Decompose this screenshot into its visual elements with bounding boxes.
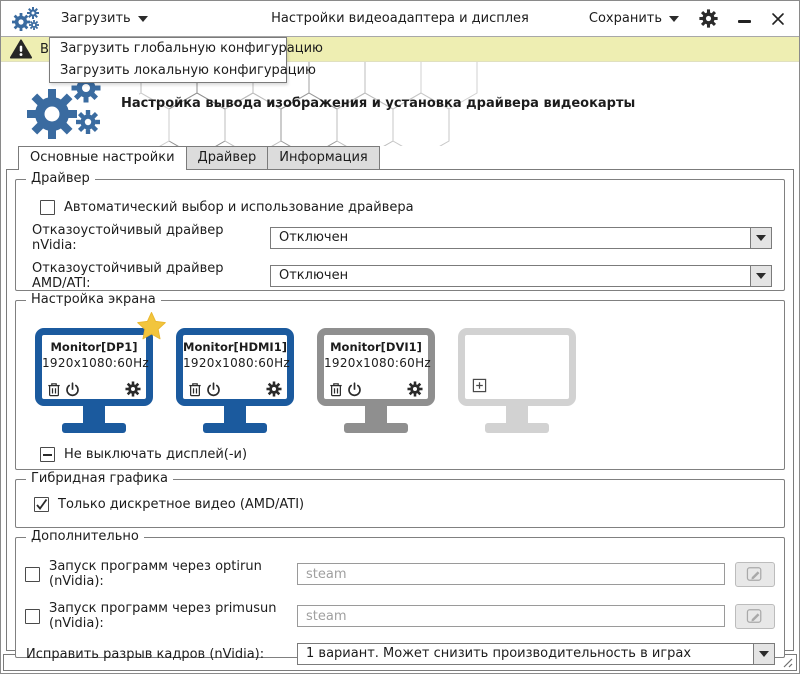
group-screen: Настройка экрана Monitor[DP1] 1920x1080:…: [15, 292, 785, 470]
checkbox-checked[interactable]: [34, 497, 49, 512]
monitor-name: Monitor[DVI1]: [330, 340, 422, 354]
hexagon-pattern: [139, 62, 478, 146]
edit-pencil-icon: [746, 609, 762, 623]
group-driver-legend: Драйвер: [26, 171, 95, 186]
close-button[interactable]: [769, 10, 787, 28]
minimize-icon: [738, 20, 751, 23]
monitor-card-dp1[interactable]: Monitor[DP1] 1920x1080:60Hz: [35, 312, 166, 433]
checkbox-unchecked[interactable]: [25, 566, 40, 582]
monitor-mode: 1920x1080:60Hz: [324, 356, 432, 370]
monitor-settings-gear-icon[interactable]: [407, 381, 423, 397]
tab-information[interactable]: Информация: [268, 146, 380, 169]
gears-illustration: [27, 73, 101, 139]
optirun-edit-button[interactable]: [735, 561, 775, 587]
check-icon: [36, 498, 48, 510]
keep-display-on-checkbox-row[interactable]: Не выключать дисплей(-и): [40, 447, 784, 462]
monitor-settings-gear-icon[interactable]: [266, 381, 282, 397]
settings-gear-button[interactable]: [697, 7, 720, 30]
primusun-edit-button[interactable]: [735, 603, 775, 629]
power-monitor-icon[interactable]: [347, 381, 362, 397]
optirun-label: Запуск программ через optirun (nVidia):: [49, 559, 262, 589]
delete-monitor-icon[interactable]: [188, 382, 202, 397]
group-driver: Драйвер Автоматический выбор и использов…: [15, 171, 785, 291]
checkbox-indeterminate[interactable]: [40, 447, 55, 462]
monitor-settings-gear-icon[interactable]: [125, 381, 141, 397]
primary-star-icon: [137, 312, 166, 340]
group-extra-legend: Дополнительно: [26, 529, 144, 544]
optirun-input[interactable]: [297, 563, 725, 585]
nvidia-failsafe-select[interactable]: Отключен: [270, 227, 772, 249]
tab-main-settings[interactable]: Основные настройки: [18, 146, 187, 170]
monitor-name: Monitor[DP1]: [50, 340, 138, 354]
monitor-row: Monitor[DP1] 1920x1080:60Hz: [35, 312, 784, 433]
chevron-down-icon[interactable]: [750, 266, 771, 286]
chevron-down-icon[interactable]: [753, 644, 774, 664]
discrete-only-label: Только дискретное видео (AMD/ATI): [58, 497, 305, 512]
title-bar: Загрузить Настройки видеоадаптера и дисп…: [1, 1, 799, 37]
monitor-mode: 1920x1080:60Hz: [183, 356, 291, 370]
auto-driver-checkbox-row[interactable]: Автоматический выбор и использование дра…: [40, 200, 784, 215]
group-hybrid-legend: Гибридная графика: [26, 471, 173, 486]
save-menu-label: Сохранить: [588, 11, 662, 26]
warning-text: В: [40, 41, 49, 57]
auto-driver-label: Автоматический выбор и использование дра…: [64, 200, 414, 215]
amd-failsafe-select[interactable]: Отключен: [270, 265, 772, 287]
checkbox-unchecked[interactable]: [40, 200, 55, 215]
delete-monitor-icon[interactable]: [47, 382, 61, 397]
chevron-down-icon: [137, 15, 148, 22]
group-screen-legend: Настройка экрана: [26, 292, 161, 307]
monitor-mode: 1920x1080:60Hz: [42, 356, 150, 370]
group-hybrid: Гибридная графика Только дискретное виде…: [15, 471, 785, 528]
app-gears-icon: [12, 6, 39, 31]
monitor-name: Monitor[HDMI1]: [183, 340, 287, 354]
menu-item-load-global[interactable]: Загрузить глобальную конфигурацию: [60, 41, 323, 56]
chevron-down-icon[interactable]: [750, 228, 771, 248]
gear-icon: [699, 9, 718, 28]
tab-driver[interactable]: Драйвер: [186, 146, 269, 169]
menu-item-load-local[interactable]: Загрузить локальную конфигурацию: [60, 63, 316, 78]
load-dropdown-menu: Загрузить глобальную конфигурацию Загруз…: [49, 37, 323, 83]
primusun-input[interactable]: [297, 605, 725, 627]
group-extra: Дополнительно Запуск программ через opti…: [15, 529, 785, 665]
checkbox-unchecked[interactable]: [25, 608, 40, 624]
load-menu-button[interactable]: Загрузить: [59, 7, 150, 30]
optirun-checkbox-row[interactable]: Запуск программ через optirun (nVidia):: [25, 559, 297, 589]
power-monitor-icon[interactable]: [206, 381, 221, 397]
monitor-card-dvi1[interactable]: Monitor[DVI1] 1920x1080:60Hz: [317, 328, 435, 433]
tab-panel: Драйвер Автоматический выбор и использов…: [6, 169, 794, 665]
load-menu-label: Загрузить: [61, 11, 131, 26]
add-monitor-icon[interactable]: [472, 378, 487, 393]
nvidia-failsafe-label: Отказоустойчивый драйвер nVidia:: [32, 223, 224, 253]
delete-monitor-icon[interactable]: [329, 382, 343, 397]
tearing-label: Исправить разрыв кадров (nVidia):: [26, 646, 265, 662]
tearing-select[interactable]: 1 вариант. Может снизить производительно…: [297, 643, 775, 665]
banner-title: Настройка вывода изображения и установка…: [121, 96, 636, 111]
warning-icon: [9, 39, 33, 59]
discrete-only-checkbox-row[interactable]: Только дискретное видео (AMD/ATI): [34, 497, 784, 512]
monitor-card-hdmi1[interactable]: Monitor[HDMI1] 1920x1080:60Hz: [176, 328, 294, 433]
minimize-button[interactable]: [736, 12, 753, 25]
chevron-down-icon: [669, 15, 679, 22]
resize-grip[interactable]: [781, 656, 793, 668]
primusun-checkbox-row[interactable]: Запуск программ через primusun (nVidia):: [25, 601, 297, 631]
save-menu-button[interactable]: Сохранить: [587, 7, 681, 30]
keep-display-on-label: Не выключать дисплей(-и): [64, 447, 248, 462]
close-icon: [772, 12, 784, 25]
tab-bar: Основные настройки Драйвер Информация: [18, 146, 799, 170]
primusun-label: Запуск программ через primusun (nVidia):: [49, 601, 277, 631]
monitor-card-empty[interactable]: [458, 328, 576, 433]
power-monitor-icon[interactable]: [65, 381, 80, 397]
edit-pencil-icon: [746, 567, 762, 581]
amd-failsafe-label: Отказоустойчивый драйвер AMD/ATI:: [32, 261, 224, 291]
